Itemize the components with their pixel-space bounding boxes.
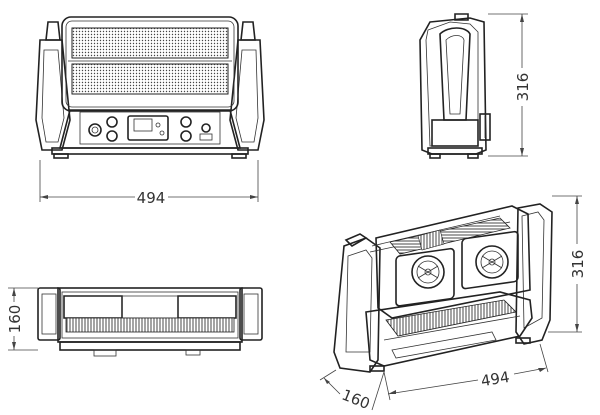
isometric-view: 316 494 160 — [319, 195, 587, 413]
front-width-label: 494 — [137, 189, 166, 207]
top-view: 160 — [6, 287, 263, 357]
iso-depth-label: 160 — [339, 386, 372, 413]
front-view: 494 — [35, 16, 265, 207]
side-height-label: 316 — [514, 73, 532, 102]
top-depth-label: 160 — [6, 305, 24, 334]
iso-width-label: 494 — [480, 368, 511, 390]
iso-height-label: 316 — [569, 250, 587, 279]
side-view: 316 — [419, 13, 532, 159]
